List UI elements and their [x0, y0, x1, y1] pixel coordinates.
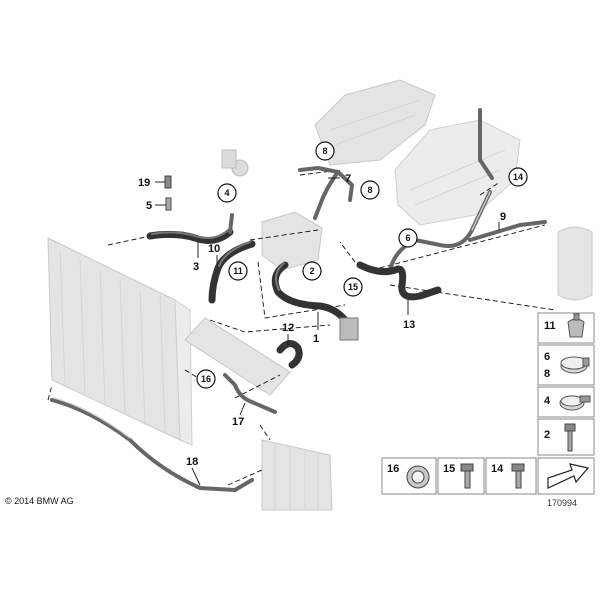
circled-label-11: 11 — [228, 261, 248, 281]
circled-label-4: 4 — [217, 183, 237, 203]
circled-label-8-lower: 8 — [360, 180, 380, 200]
legend-item-11: 11 — [537, 312, 595, 344]
leader-lines — [155, 177, 500, 486]
label-part-9: 9 — [500, 211, 506, 223]
label-part-12: 12 — [282, 322, 294, 334]
bolt-icon — [511, 463, 525, 489]
legend-item-6-8: 6 8 — [537, 344, 595, 386]
label-part-10: 10 — [208, 243, 220, 255]
hose-part-3 — [146, 213, 234, 244]
svg-text:4: 4 — [544, 395, 551, 407]
svg-text:2: 2 — [309, 266, 314, 276]
svg-text:16: 16 — [387, 463, 399, 475]
svg-text:11: 11 — [233, 266, 243, 276]
label-part-19: 19 — [138, 177, 150, 189]
svg-text:8: 8 — [322, 146, 327, 156]
circled-label-16: 16 — [196, 369, 216, 389]
label-part-18: 18 — [186, 456, 198, 468]
diagram-number: 170994 — [547, 498, 577, 508]
hose-part-1 — [271, 261, 359, 341]
hose-part-10 — [208, 240, 256, 304]
svg-text:6: 6 — [544, 351, 550, 363]
hose-part-12 — [276, 340, 303, 369]
svg-text:15: 15 — [443, 463, 455, 475]
expansion-tank-ghost — [557, 226, 593, 301]
assembly-lines — [47, 169, 556, 486]
pipe-part-7 — [298, 166, 354, 220]
direction-arrow-icon — [547, 463, 590, 489]
legend-item-16: 16 — [381, 457, 437, 495]
circled-label-15: 15 — [343, 277, 363, 297]
circled-label-6: 6 — [398, 228, 418, 248]
label-part-13: 13 — [403, 319, 415, 331]
radiator-ghost — [47, 237, 193, 446]
worm-clamp-icon — [559, 395, 591, 411]
label-part-5: 5 — [146, 200, 152, 212]
legend-direction — [537, 457, 595, 495]
label-part-1: 1 — [313, 333, 319, 345]
svg-text:8: 8 — [367, 185, 372, 195]
svg-text:6: 6 — [405, 233, 410, 243]
label-part-3: 3 — [193, 261, 199, 273]
circled-label-14: 14 — [508, 167, 528, 187]
svg-text:14: 14 — [513, 172, 523, 182]
pipe-part-18 — [50, 397, 254, 492]
bolt-icon — [460, 463, 474, 489]
bolt-icon — [564, 423, 576, 452]
grommet-icon — [406, 465, 430, 489]
pipe-part-17 — [223, 373, 277, 414]
circled-label-2: 2 — [302, 261, 322, 281]
auxiliary-cooler-ghost — [261, 439, 333, 511]
svg-text:2: 2 — [544, 429, 550, 441]
band-clamp-icon — [560, 356, 590, 374]
pipe-part-13 — [356, 261, 442, 301]
label-part-17: 17 — [232, 416, 244, 428]
svg-text:14: 14 — [491, 463, 504, 475]
pipe-part-9 — [388, 190, 547, 272]
fan-shroud-ghost — [184, 317, 291, 396]
svg-text:4: 4 — [224, 188, 229, 198]
svg-text:11: 11 — [544, 320, 556, 332]
legend-item-4: 4 — [537, 386, 595, 418]
spring-clamp-icon — [567, 313, 585, 338]
water-pump-ghost — [221, 149, 323, 271]
legend-item-15: 15 — [437, 457, 485, 495]
svg-text:16: 16 — [201, 374, 211, 384]
svg-text:15: 15 — [348, 282, 358, 292]
circled-label-8-upper: 8 — [315, 141, 335, 161]
copyright-text: © 2014 BMW AG — [5, 496, 74, 506]
cylinder-head-ghost — [314, 79, 521, 226]
svg-text:8: 8 — [544, 368, 550, 380]
legend-item-2: 2 — [537, 418, 595, 456]
pipe-part-14 — [478, 108, 494, 180]
legend-item-14: 14 — [485, 457, 537, 495]
label-part-7: 7 — [345, 173, 351, 185]
